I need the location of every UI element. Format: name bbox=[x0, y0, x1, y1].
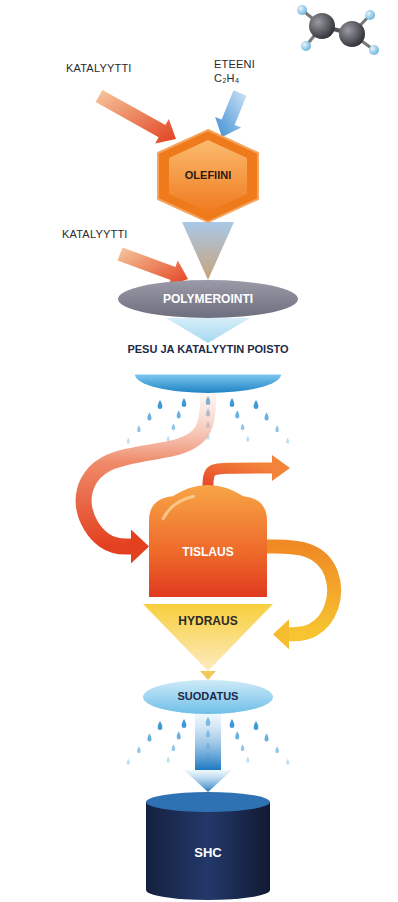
arrow-head bbox=[200, 671, 216, 680]
process-hexagon: OLEFIINI bbox=[158, 130, 258, 222]
hydrogen-atom bbox=[297, 5, 307, 15]
droplet bbox=[127, 438, 130, 444]
flow-arrow bbox=[200, 671, 216, 680]
product-cylinder: SHC bbox=[146, 792, 270, 900]
droplet bbox=[241, 423, 245, 430]
process-triangle: HYDRAUS bbox=[143, 604, 273, 671]
text-group: PESU JA KATALYYTIN POISTO bbox=[127, 343, 288, 357]
process-ellipse: POLYMEROINTI bbox=[118, 280, 298, 318]
arrow-head bbox=[182, 222, 234, 280]
droplet bbox=[182, 719, 187, 728]
node-label: SHC bbox=[194, 845, 221, 861]
arrow-head bbox=[131, 530, 149, 564]
droplet bbox=[158, 400, 163, 409]
exit-arrow-shaft bbox=[208, 468, 272, 488]
wash-bowl: PESU JA KATALYYTIN POISTO bbox=[123, 343, 293, 393]
exit-arrow-head bbox=[272, 455, 290, 481]
hexagon-inner bbox=[169, 140, 247, 212]
droplet bbox=[275, 746, 279, 753]
hexagon-outline bbox=[158, 130, 258, 222]
droplet bbox=[137, 746, 141, 753]
droplet bbox=[254, 400, 259, 409]
droplet bbox=[286, 759, 289, 765]
filter-ellipse: SUODATUS bbox=[143, 680, 273, 714]
arrow-head bbox=[166, 318, 250, 343]
droplet bbox=[147, 413, 151, 421]
catalyst-arrow bbox=[118, 247, 188, 286]
droplet bbox=[230, 719, 235, 728]
node-label: POLYMEROINTI bbox=[163, 292, 253, 307]
text-group: TISLAUS bbox=[182, 545, 233, 560]
text-group: POLYMEROINTI bbox=[163, 292, 253, 307]
flow-arrow bbox=[182, 222, 234, 280]
arrow-head bbox=[273, 619, 289, 649]
vessel-highlight bbox=[163, 496, 194, 518]
bowl-shape bbox=[135, 375, 281, 393]
droplet bbox=[235, 732, 239, 740]
droplet bbox=[167, 436, 170, 442]
text-group: OLEFIINI bbox=[185, 169, 231, 183]
catalyst-label: KATALYYTTI bbox=[66, 62, 132, 76]
feed-label: ETEENI C₂H₄ bbox=[214, 58, 272, 86]
droplet bbox=[177, 411, 181, 419]
droplet bbox=[286, 438, 289, 444]
droplet bbox=[127, 759, 130, 765]
node-shape bbox=[149, 485, 267, 597]
droplet bbox=[147, 734, 151, 742]
ethene-molecule bbox=[297, 5, 379, 55]
droplet bbox=[167, 757, 170, 763]
droplet bbox=[265, 734, 269, 742]
distillation-vessel: TISLAUS bbox=[149, 485, 267, 597]
carbon-atom bbox=[309, 13, 335, 39]
text-group: HYDRAUS bbox=[178, 614, 237, 629]
droplet bbox=[235, 411, 239, 419]
flow-arrow bbox=[267, 547, 334, 650]
hydrogen-atom bbox=[301, 41, 311, 51]
droplet bbox=[137, 425, 141, 432]
flow-arrow bbox=[166, 318, 250, 343]
hydrogen-atom bbox=[369, 45, 379, 55]
triangle-shape bbox=[143, 604, 273, 671]
droplet bbox=[182, 398, 187, 407]
distillate-exit-arrow bbox=[208, 455, 290, 488]
catalyst-arrow bbox=[96, 90, 176, 143]
flow-arrow bbox=[184, 714, 232, 792]
droplet bbox=[230, 398, 235, 407]
droplet bbox=[265, 413, 269, 421]
ellipse-shape bbox=[143, 680, 273, 714]
arrow-curve bbox=[267, 547, 334, 635]
carbon-atom bbox=[339, 21, 365, 47]
droplet bbox=[158, 721, 163, 730]
droplet bbox=[241, 744, 245, 751]
ethene-arrow bbox=[215, 90, 246, 137]
droplet bbox=[254, 721, 259, 730]
cylinder-top bbox=[146, 792, 270, 812]
cylinder-body bbox=[146, 802, 270, 900]
node-label: TISLAUS bbox=[182, 545, 233, 560]
droplet bbox=[246, 436, 249, 442]
arrow-shaft bbox=[195, 714, 221, 770]
droplet bbox=[177, 732, 181, 740]
droplet bbox=[172, 423, 176, 430]
vessel-shape bbox=[149, 485, 267, 597]
droplet bbox=[275, 425, 279, 432]
droplet bbox=[172, 744, 176, 751]
arrow-head bbox=[184, 770, 232, 792]
text-group: SHC bbox=[194, 845, 221, 861]
node-label: HYDRAUS bbox=[178, 614, 237, 629]
node-label: PESU JA KATALYYTIN POISTO bbox=[127, 343, 288, 357]
catalyst-label: KATALYYTTI bbox=[62, 228, 128, 242]
node-label: OLEFIINI bbox=[185, 169, 231, 183]
ellipse-shape bbox=[118, 280, 298, 318]
text-group: SUODATUS bbox=[178, 690, 239, 704]
node-label: SUODATUS bbox=[178, 690, 239, 704]
hydrogen-atom bbox=[365, 10, 375, 20]
droplet bbox=[246, 757, 249, 763]
